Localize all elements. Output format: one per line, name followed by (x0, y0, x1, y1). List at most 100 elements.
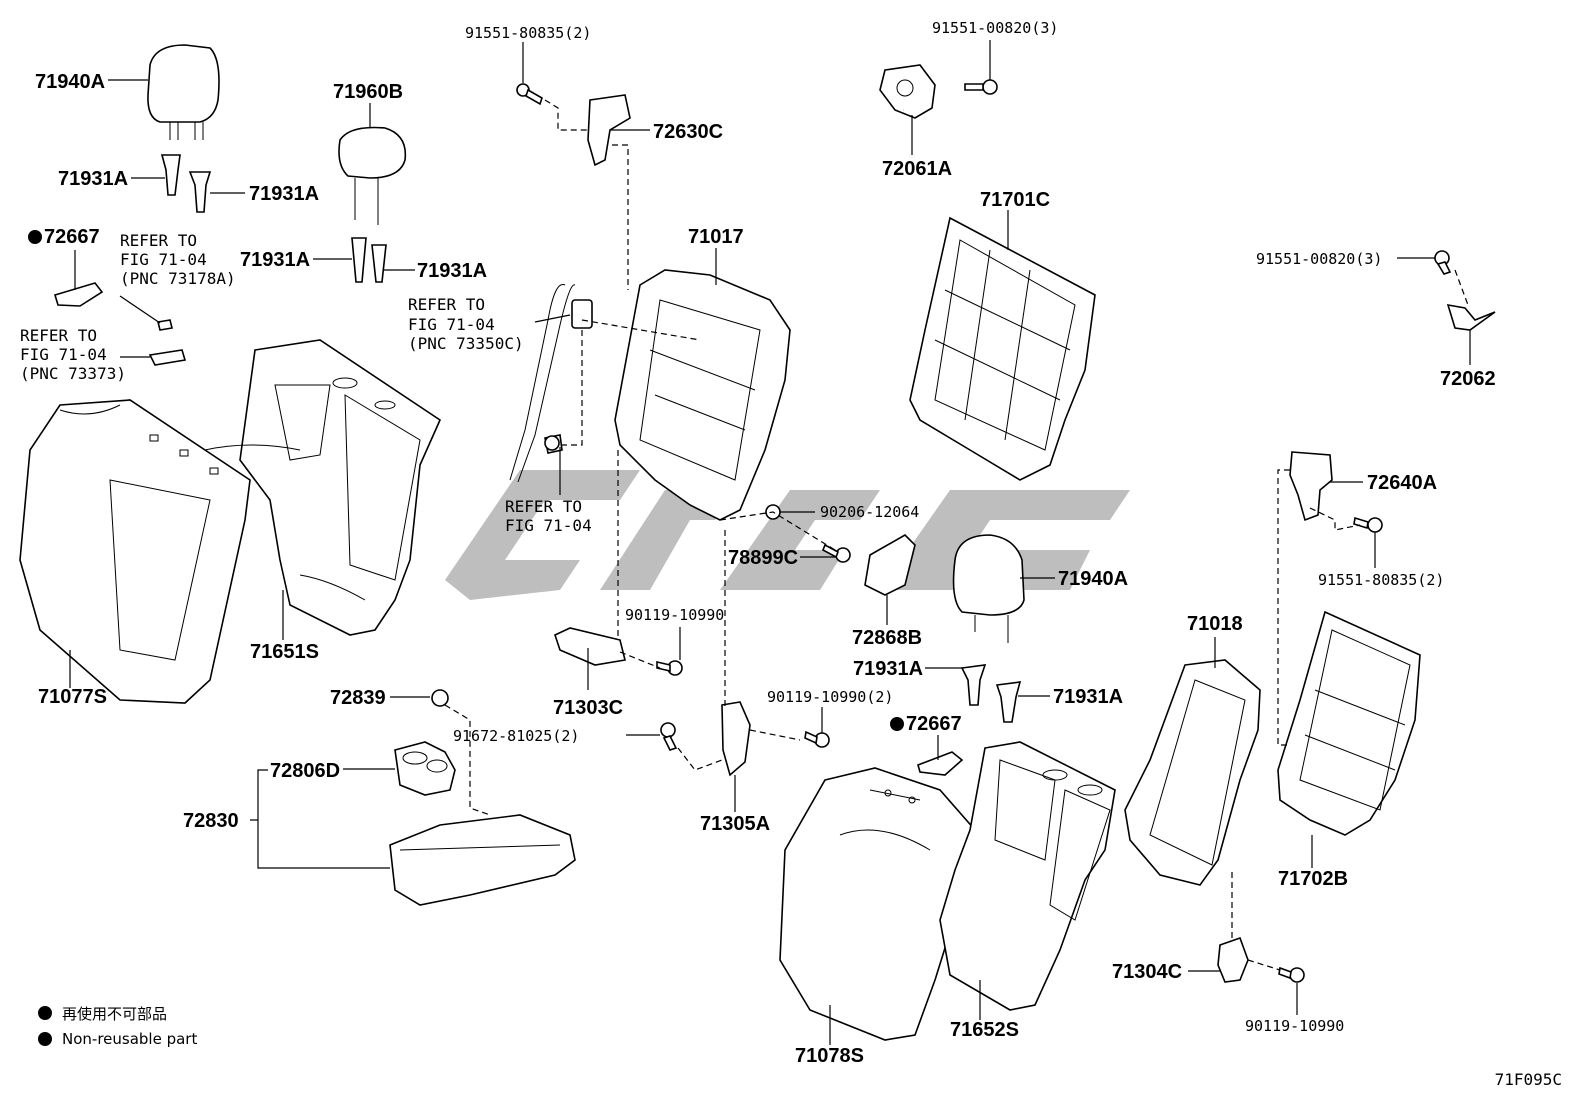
legend-bullet (38, 1006, 52, 1020)
code-90119-10990-left: 90119-10990 (625, 606, 724, 624)
seat-hinge-72061A (879, 64, 936, 119)
label-72806D: 72806D (270, 760, 340, 782)
bolt-91551-80835-top (516, 83, 543, 106)
label-71018: 71018 (1187, 613, 1243, 635)
legend-row-japanese: 再使用不可部品 (38, 1000, 197, 1026)
bracket-71303C (554, 627, 626, 666)
legend-row-english: Non-reusable part (38, 1026, 197, 1052)
hardware-codes: 91551-80835(2) 91551-00820(3) 91551-0082… (453, 19, 1444, 1035)
non-reusable-dot-right (890, 717, 904, 731)
bracket-71305A (721, 701, 751, 777)
label-72667-left: 72667 (44, 226, 100, 248)
seatback-pad-71651S (204, 339, 442, 636)
label-72667-right: 72667 (906, 713, 962, 735)
bracket-71304C (1217, 936, 1249, 983)
part-labels: 71940A 71960B 71931A 71931A 71931A 71931… (35, 71, 1496, 1067)
cover-72868B (864, 534, 916, 596)
armrest-72830 (389, 814, 576, 906)
label-72830: 72830 (183, 810, 239, 832)
code-90206-12064: 90206-12064 (820, 503, 919, 521)
label-71702B: 71702B (1278, 868, 1348, 890)
code-91551-80835-right: 91551-80835(2) (1318, 571, 1444, 589)
headrest-guide-71931A-pair-right (960, 664, 1022, 723)
label-72640A: 72640A (1367, 472, 1437, 494)
ref-73373-line1: REFER TO (20, 326, 97, 345)
seatback-pad-71652S (939, 741, 1116, 1011)
label-71931A-2: 71931A (249, 183, 319, 205)
seat-lock-72640A (1289, 451, 1333, 522)
label-71940A-top: 71940A (35, 71, 105, 93)
label-71940A-right: 71940A (1058, 568, 1128, 590)
bolt-78899C (821, 543, 851, 563)
ref-fig-line2: FIG 71-04 (505, 516, 592, 535)
reference-notes: REFER TO FIG 71-04 (PNC 73178A) REFER TO… (20, 231, 592, 535)
ref-73350C-line3: (PNC 73350C) (408, 334, 524, 353)
back-board-71701C (909, 216, 1096, 481)
headrest-guide-71931A-pair-top (160, 154, 212, 213)
label-71931A-4: 71931A (417, 260, 487, 282)
legend-bullet (38, 1032, 52, 1046)
label-71304C: 71304C (1112, 961, 1182, 983)
headrest-71940A-top (147, 44, 220, 140)
cover-72667-right (917, 751, 964, 776)
code-91672-81025: 91672-81025(2) (453, 727, 579, 745)
bolt-91551-00820-top (964, 79, 998, 95)
label-71960B: 71960B (333, 81, 403, 103)
ref-fig-line1: REFER TO (505, 497, 582, 516)
label-72868B: 72868B (852, 627, 922, 649)
seatback-cover-71077S (19, 399, 251, 704)
code-91551-00820-top: 91551-00820(3) (932, 19, 1058, 37)
ref-73178A-line3: (PNC 73178A) (120, 269, 236, 288)
legend-text-english: Non-reusable part (62, 1030, 198, 1048)
bolt-90119-10990-bottom (1278, 966, 1305, 983)
legend: 再使用不可部品 Non-reusable part (38, 1000, 197, 1052)
headrest-guide-71931A-pair-middle (351, 237, 387, 283)
non-reusable-dot-left (28, 230, 42, 244)
seat-belt-assembly (509, 283, 593, 483)
label-71303C: 71303C (553, 697, 623, 719)
seatback-frame-71017 (614, 269, 791, 521)
ref-73373-line3: (PNC 73373) (20, 364, 126, 383)
ref-73178A-line2: FIG 71-04 (120, 250, 207, 269)
cup-holder-72806D (394, 741, 456, 796)
label-71931A-3: 71931A (240, 249, 310, 271)
code-90119-10990-middle: 90119-10990(2) (767, 688, 893, 706)
code-91551-80835-top: 91551-80835(2) (465, 24, 591, 42)
seat-lock-72630C (587, 94, 631, 167)
watermark-logo (445, 470, 1130, 600)
bolt-90119-10990-left (656, 660, 683, 676)
label-71305A: 71305A (700, 813, 770, 835)
label-78899C: 78899C (728, 547, 798, 569)
bolt-90119-10990-middle (804, 730, 830, 748)
label-71652S: 71652S (950, 1019, 1019, 1041)
non-reusable-markers (28, 230, 904, 731)
label-71931A-1: 71931A (58, 168, 128, 190)
code-90119-10990-bottom: 90119-10990 (1245, 1017, 1344, 1035)
label-72630C: 72630C (653, 121, 723, 143)
dashed-guide-lines (444, 99, 1469, 971)
label-71651S: 71651S (250, 641, 319, 663)
label-72839: 72839 (330, 687, 386, 709)
bolt-91551-00820-right (1434, 250, 1452, 275)
figure-code: 71F095C (1494, 1070, 1562, 1089)
ref-73178A-line1: REFER TO (120, 231, 197, 250)
seatback-cover-71078S (779, 767, 976, 1041)
seatback-frame-71018 (1124, 659, 1261, 886)
back-board-71702B (1277, 610, 1421, 836)
ref-73350C-line2: FIG 71-04 (408, 315, 495, 334)
label-71078S: 71078S (795, 1045, 864, 1067)
nut-seatbelt (544, 435, 560, 451)
ref-73373-line2: FIG 71-04 (20, 345, 107, 364)
bolt-91672-81025 (660, 722, 678, 751)
label-71701C: 71701C (980, 189, 1050, 211)
headrest-71940A-right (952, 534, 1025, 643)
ref-73350C-line1: REFER TO (408, 295, 485, 314)
leader-lines (69, 40, 1471, 1045)
headrest-71960B (338, 126, 407, 225)
cap-72839 (431, 689, 449, 707)
cover-72667-left (54, 282, 187, 366)
legend-text-japanese: 再使用不可部品 (62, 1004, 168, 1023)
label-71077S: 71077S (38, 686, 107, 708)
code-91551-00820-right: 91551-00820(3) (1256, 250, 1382, 268)
